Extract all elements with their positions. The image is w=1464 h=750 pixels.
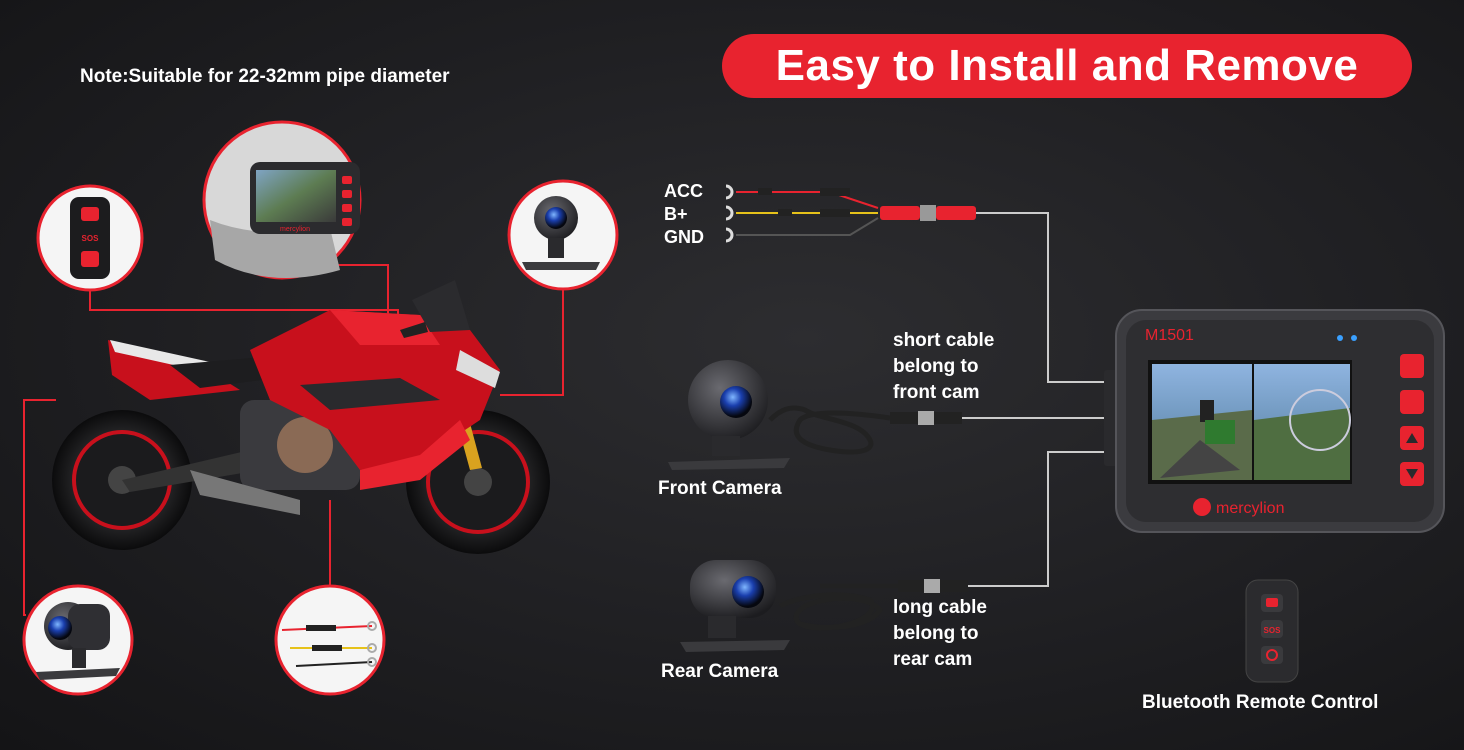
brand-label: mercylion	[1216, 500, 1284, 517]
remote-power-icon	[1266, 649, 1278, 661]
menu-button-icon	[1400, 354, 1424, 378]
bluetooth-remote-product: SOS	[1245, 579, 1299, 683]
wire-harness-callout	[274, 584, 386, 696]
display-mount-callout: mercylion	[202, 120, 362, 280]
front-camera-label: Front Camera	[658, 478, 782, 499]
rear-cam-callout-line	[23, 399, 56, 616]
wire-label-gnd: GND	[664, 227, 704, 247]
wire-label-acc: ACC	[664, 181, 703, 201]
power-wires	[725, 184, 1108, 383]
rear-cam-callout	[22, 584, 134, 696]
install-note: Note:Suitable for 22-32mm pipe diameter	[80, 66, 450, 87]
short-cable-note: short cable belong to front cam	[893, 330, 995, 403]
rear-camera-label: Rear Camera	[661, 661, 779, 682]
remote-label: Bluetooth Remote Control	[1142, 692, 1379, 713]
brand-logo-icon	[1193, 498, 1211, 516]
title-banner: Easy to Install and Remove	[722, 34, 1412, 98]
motorcycle-illustration	[52, 280, 550, 554]
short-cable	[768, 405, 1108, 455]
remote-callout: SOS	[36, 184, 144, 292]
power-icon	[81, 251, 99, 267]
camera-icon	[81, 207, 99, 221]
mini-brand-text: mercylion	[280, 226, 310, 233]
remote-camera-icon	[1266, 598, 1278, 607]
record-button-icon	[1400, 390, 1424, 414]
rear-camera-product	[680, 560, 790, 652]
long-cable-note: long cable belong to rear cam	[893, 597, 987, 670]
remote-sos-label: SOS	[1264, 626, 1282, 635]
model-label: M1501	[1145, 327, 1194, 344]
front-cam-callout-line	[500, 290, 564, 396]
sos-icon: SOS	[82, 234, 100, 243]
long-cable	[778, 451, 1108, 631]
front-cam-callout	[507, 179, 619, 291]
wire-label-bplus: B+	[664, 204, 688, 224]
dvr-device: M1501 mercylion	[1104, 309, 1445, 533]
front-camera-product	[668, 360, 790, 470]
